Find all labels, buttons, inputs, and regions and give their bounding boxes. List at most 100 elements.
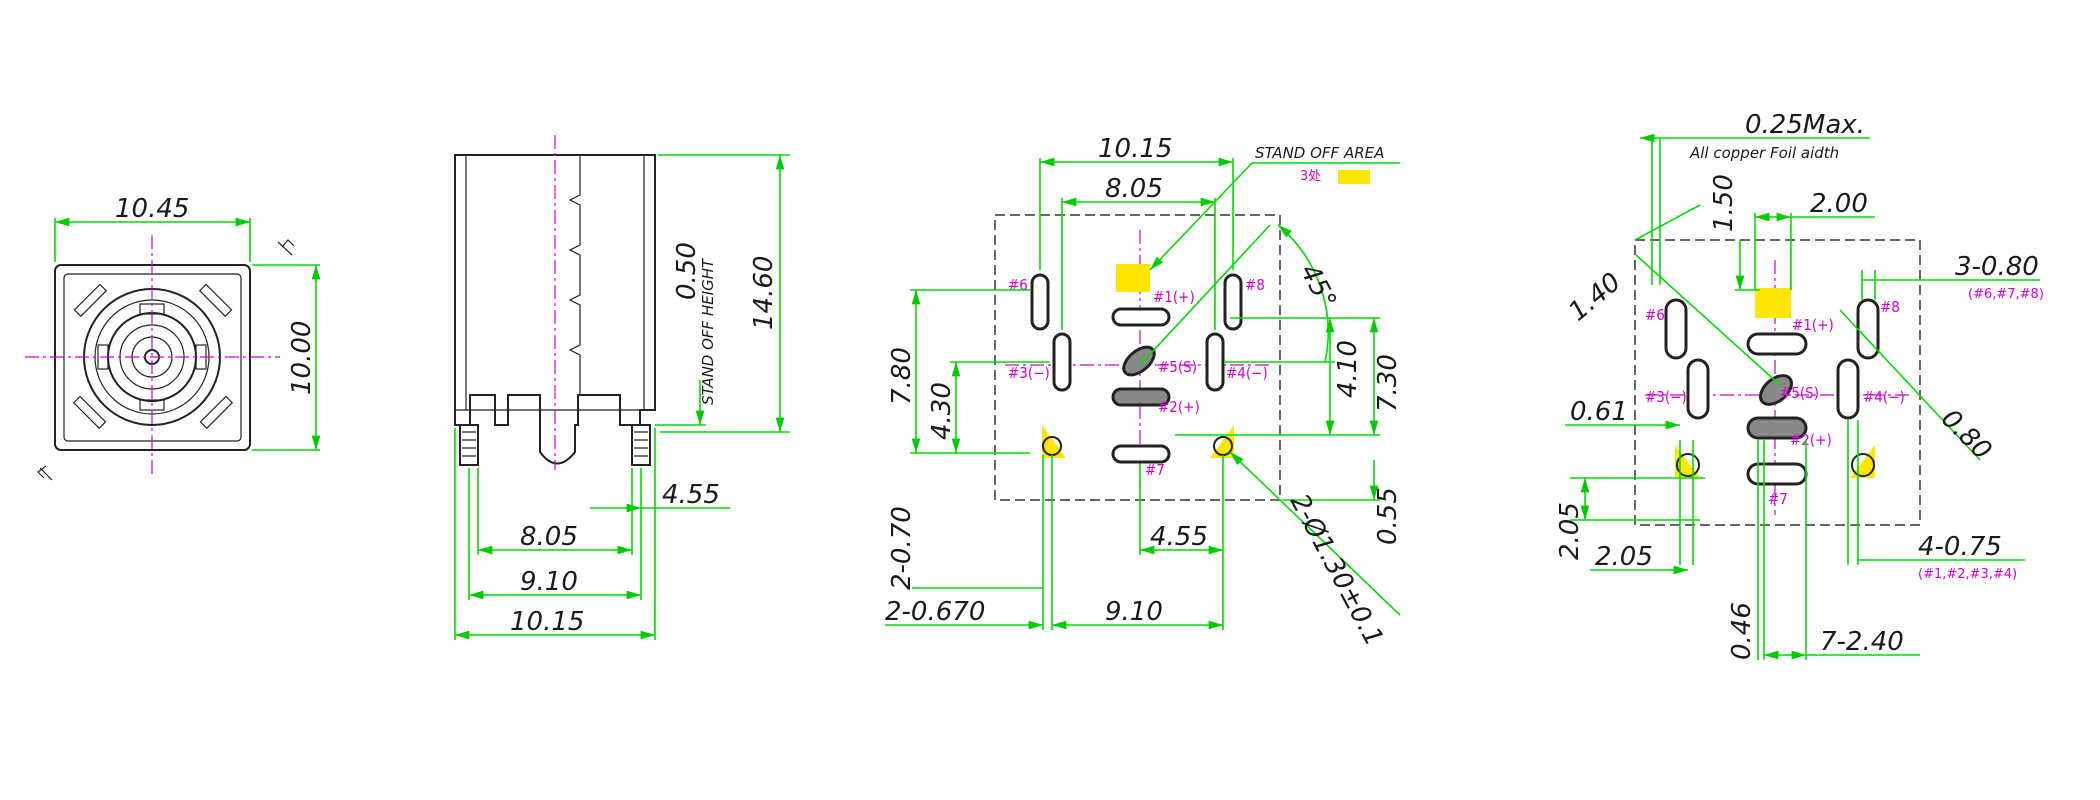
- pad-1: [1746, 332, 1808, 356]
- pad-view: #6 #1(+) #8 #3(−) #5(S) #4(−) #2(+) #7 0…: [1555, 110, 2044, 660]
- angle-line: [1139, 224, 1271, 366]
- pad-3: [1686, 358, 1710, 420]
- dim-7-240: 7-2.40: [1820, 627, 1904, 657]
- dim-205v: 2.05: [1555, 502, 1585, 560]
- note-678: (#6,#7,#8): [1968, 287, 2044, 302]
- fp-430-dim: 4.30: [927, 382, 957, 440]
- standoff-area-right: [1210, 425, 1234, 458]
- footprint-outline: [994, 214, 1281, 501]
- slot-4: [1205, 332, 1225, 392]
- corner-slot-br: [199, 395, 234, 430]
- footprint-view: #6 #1(+) #8 #3(−) #5(S) #4(−) #2(+) #7 1…: [885, 134, 1403, 651]
- dim-080: 0.80: [1935, 404, 1997, 466]
- pad-pin-label-8: #8: [1880, 298, 1900, 316]
- pad-hole-left: [1676, 453, 1700, 477]
- standoff-area-label: STAND OFF AREA: [1255, 144, 1384, 162]
- angle-dim: 45°: [1294, 259, 1342, 314]
- side-height-dim: 14.60: [749, 256, 779, 330]
- standoff-dim: 0.50: [672, 242, 702, 300]
- fp-pin-label-2: #2(+): [1158, 398, 1200, 416]
- dim-200: 2.00: [1810, 189, 1868, 219]
- slot-7: [1111, 444, 1171, 464]
- pad-pin-label-7: #7: [1768, 490, 1788, 508]
- fp-780-dim: 7.80: [887, 347, 917, 405]
- corner-slot-bl: [72, 395, 107, 430]
- dim-046: 0.46: [1727, 602, 1757, 660]
- slot-6: [1030, 273, 1050, 331]
- standoff-area-legend-swatch: [1338, 170, 1370, 184]
- copper-note: All copper Foil aidth: [1689, 144, 1839, 162]
- side-1015-dim: 10.15: [510, 607, 584, 637]
- dim-140-leader: [1635, 254, 1781, 386]
- slot-2: [1111, 387, 1171, 407]
- pad-standoff-top: [1755, 288, 1791, 318]
- slot-3: [1052, 332, 1072, 392]
- pin-hatch: [462, 431, 648, 457]
- dim-140: 1.40: [1563, 267, 1627, 327]
- pad-hole-right: [1851, 453, 1875, 477]
- fp-730-dim: 7.30: [1373, 354, 1403, 412]
- section-arrow-bottom-icon: [37, 465, 53, 481]
- pad-standoff-right: [1850, 445, 1875, 478]
- corner-slot-tr: [198, 283, 233, 318]
- pad-pin-label-2: #2(+): [1790, 431, 1832, 449]
- fp-pin-label-4: #4(−): [1226, 364, 1268, 382]
- slot-8: [1223, 273, 1243, 331]
- top-view-height-dim: 10.00: [287, 321, 317, 395]
- top-view-width-dim: 10.45: [115, 194, 189, 224]
- pad-4: [1836, 358, 1860, 420]
- fp-1015-dim: 10.15: [1098, 134, 1172, 164]
- dim-3-080: 3-0.80: [1955, 252, 2039, 282]
- pad-outline: [1634, 239, 1921, 526]
- pad-pin-label-4: #4(−): [1863, 388, 1905, 406]
- slot-1: [1111, 307, 1171, 327]
- fp-805-dim: 8.05: [1105, 174, 1163, 204]
- side-pin-left: [459, 424, 479, 466]
- standoff-area-top: [1116, 264, 1150, 292]
- fp-pin-label-8: #8: [1245, 276, 1265, 294]
- top-view: 10.45 10.00: [25, 194, 321, 481]
- standoff-area-count: 3处: [1300, 169, 1321, 184]
- corner-slot-tl: [73, 283, 108, 318]
- fp-pin-label-1: #1(+): [1153, 288, 1195, 306]
- standoff-label: STAND OFF HEIGHT: [699, 257, 717, 405]
- pad-pin-label-5: #5(S): [1780, 384, 1819, 402]
- pad-6: [1664, 298, 1688, 360]
- pad-pin-label-6: #6: [1645, 306, 1665, 324]
- hole-note-leader: [1229, 451, 1401, 616]
- fp-410-dim: 4.10: [1333, 340, 1363, 398]
- fp-2-070-dim: 2-0.70: [887, 506, 917, 590]
- side-pin-right: [631, 424, 651, 466]
- side-view-body: [454, 154, 656, 465]
- fp-455-dim: 4.55: [1150, 522, 1208, 552]
- pad-5: [1759, 374, 1793, 406]
- dim-4-075: 4-0.75: [1918, 532, 2002, 562]
- max-dim: 0.25Max.: [1745, 110, 1865, 140]
- side-455-dim: 4.55: [662, 480, 720, 510]
- slot-5: [1122, 345, 1156, 377]
- dim-140-line: [1634, 204, 1701, 241]
- standoff-area-leader: [1149, 162, 1253, 271]
- pad-pin-label-3: #3(−): [1645, 388, 1687, 406]
- dim-080-line: [1839, 309, 1981, 461]
- dim-150: 1.50: [1709, 174, 1739, 232]
- fp-2-0670-dim: 2-0.670: [885, 597, 985, 627]
- dim-061: 0.61: [1570, 397, 1628, 427]
- side-view: 14.60 0.50 STAND OFF HEIGHT 4.55 8.05 9.…: [454, 135, 790, 640]
- dim-205h: 2.05: [1595, 542, 1653, 572]
- fp-910-dim: 9.10: [1105, 597, 1163, 627]
- side-910-dim: 9.10: [520, 567, 578, 597]
- section-arrow-top-icon: [277, 239, 295, 256]
- side-notch-profile: [568, 155, 581, 395]
- note-1234: (#1,#2,#3,#4): [1918, 567, 2017, 582]
- fp-pin-label-6: #6: [1008, 276, 1028, 294]
- pad-7: [1746, 462, 1808, 486]
- fp-pin-label-3: #3(−): [1008, 364, 1050, 382]
- pad-2: [1746, 416, 1808, 440]
- pad-pin-label-1: #1(+): [1792, 316, 1834, 334]
- fp-pin-label-5: #5(S): [1158, 358, 1197, 376]
- fp-055-dim: 0.55: [1373, 487, 1403, 545]
- pad-8: [1856, 298, 1880, 360]
- side-805-dim: 8.05: [520, 522, 578, 552]
- fp-pin-label-7: #7: [1145, 461, 1165, 479]
